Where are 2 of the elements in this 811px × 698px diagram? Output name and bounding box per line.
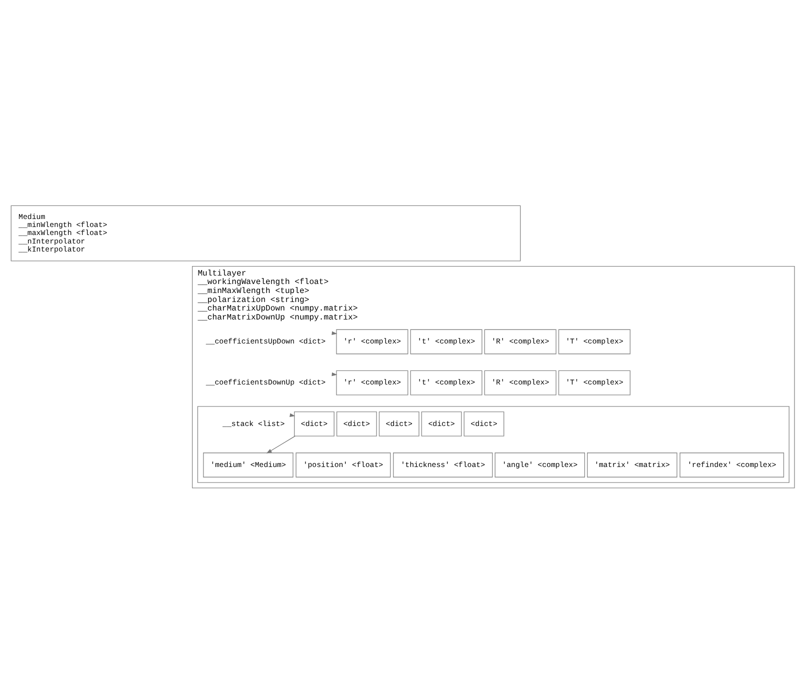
arrow [266,435,296,453]
cluster [197,406,790,482]
